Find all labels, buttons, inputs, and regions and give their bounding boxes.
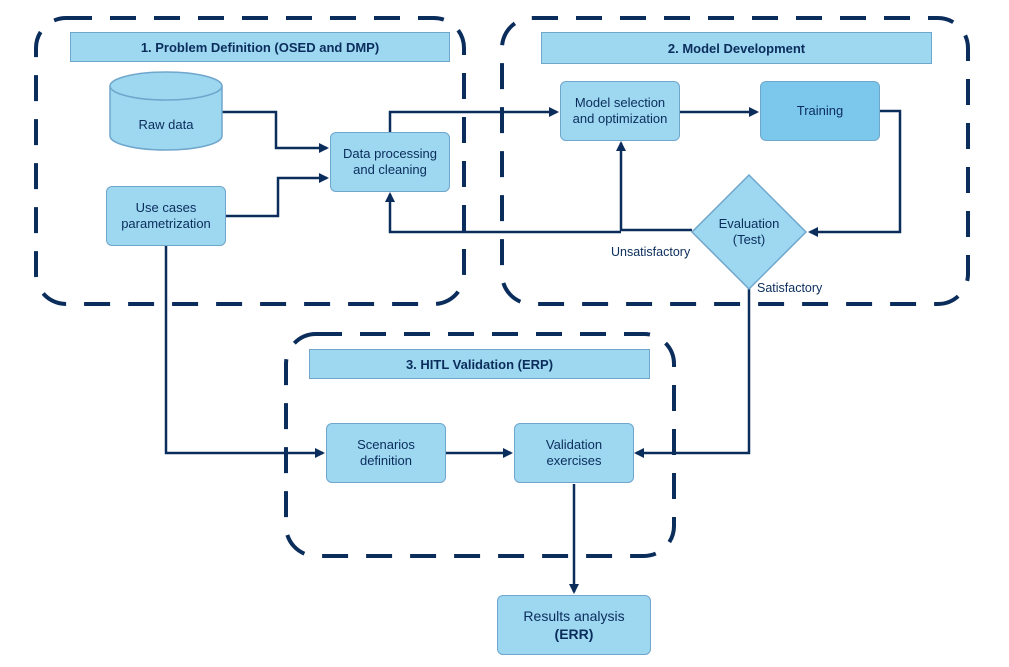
model-development-title: 2. Model Development — [541, 32, 932, 64]
arrow-usecases-to-processing — [226, 173, 329, 218]
problem-definition-region — [34, 16, 466, 306]
model-selection-line-2: and optimization — [572, 111, 668, 126]
arrow-training-to-evaluation — [808, 109, 902, 237]
results-node: Results analysis (ERR) — [497, 595, 651, 655]
arrow-sat-to-validation — [634, 286, 751, 458]
arrow-unsat-to-processing — [385, 192, 621, 234]
training-label: Training — [796, 103, 844, 118]
use-cases-node: Use cases parametrization — [106, 186, 226, 246]
evaluation-node: Evaluation (Test) — [692, 212, 806, 252]
use-cases-line-1: Use cases — [135, 200, 197, 215]
training-node: Training — [760, 81, 880, 141]
satisfactory-label: Satisfactory — [757, 281, 823, 295]
validation-line-2: exercises — [546, 453, 602, 468]
arrow-unsat-to-model — [616, 141, 692, 232]
scenarios-line-1: Scenarios — [357, 437, 415, 452]
raw-data-node: Raw data — [110, 108, 222, 142]
data-processing-node: Data processing and cleaning — [330, 132, 450, 192]
arrow-usecases-to-scenarios — [164, 246, 325, 458]
use-cases-line-2: parametrization — [121, 216, 211, 231]
model-development-region — [500, 16, 970, 306]
data-processing-line-1: Data processing — [343, 146, 437, 161]
validation-node: Validation exercises — [514, 423, 634, 483]
arrow-raw-to-processing — [222, 110, 329, 153]
model-selection-line-1: Model selection — [574, 95, 666, 110]
unsatisfactory-label: Unsatisfactory — [611, 245, 691, 259]
problem-definition-title: 1. Problem Definition (OSED and DMP) — [70, 32, 450, 62]
validation-line-1: Validation — [545, 437, 603, 452]
results-line-2: (ERR) — [554, 626, 594, 642]
hitl-validation-region — [284, 332, 676, 558]
evaluation-line-2: (Test) — [732, 232, 766, 247]
hitl-validation-title: 3. HITL Validation (ERP) — [309, 349, 650, 379]
model-selection-node: Model selection and optimization — [560, 81, 680, 141]
arrow-processing-to-model — [388, 107, 559, 132]
evaluation-line-1: Evaluation — [718, 216, 780, 231]
evaluation-diamond — [690, 173, 808, 291]
data-processing-line-2: and cleaning — [353, 162, 427, 177]
scenarios-line-2: definition — [359, 453, 413, 468]
results-line-1: Results analysis — [523, 608, 625, 624]
database-icon — [109, 71, 223, 151]
scenarios-node: Scenarios definition — [326, 423, 446, 483]
raw-data-label: Raw data — [138, 117, 194, 132]
